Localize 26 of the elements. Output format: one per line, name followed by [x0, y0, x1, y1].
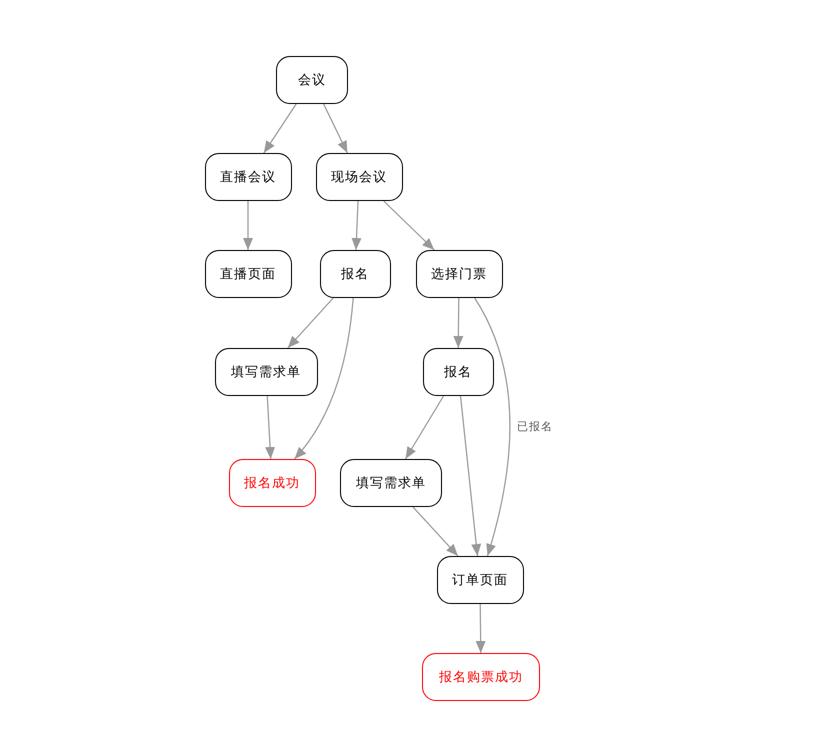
arrow: [323, 104, 348, 154]
arrow: [263, 104, 297, 154]
arrow: [352, 200, 362, 250]
arrow: [294, 298, 354, 460]
arrow: [243, 201, 253, 250]
step-box: 报名: [422, 348, 494, 396]
step-box: 现场会议: [316, 153, 402, 201]
arrow: [453, 298, 464, 348]
result-box: 报名成功: [228, 459, 316, 507]
step-box: 直播页面: [204, 250, 292, 298]
step-box: 选择门票: [416, 250, 502, 298]
arrow: [412, 506, 458, 556]
step-box: 报名: [320, 250, 390, 298]
step-box: 订单页面: [436, 556, 524, 604]
arrow: [460, 396, 482, 556]
step-box: 填写需求单: [214, 348, 318, 396]
arrow: [404, 396, 444, 460]
result-box: 报名购票成功: [422, 653, 540, 701]
arrow: [474, 298, 510, 556]
arrow: [476, 604, 486, 653]
arrow: [265, 396, 276, 460]
step-box: 直播会议: [204, 153, 292, 201]
arrow: [383, 200, 435, 250]
step-box: 会议: [276, 56, 348, 104]
arrow: [287, 298, 334, 348]
step-box: 填写需求单: [340, 459, 442, 507]
